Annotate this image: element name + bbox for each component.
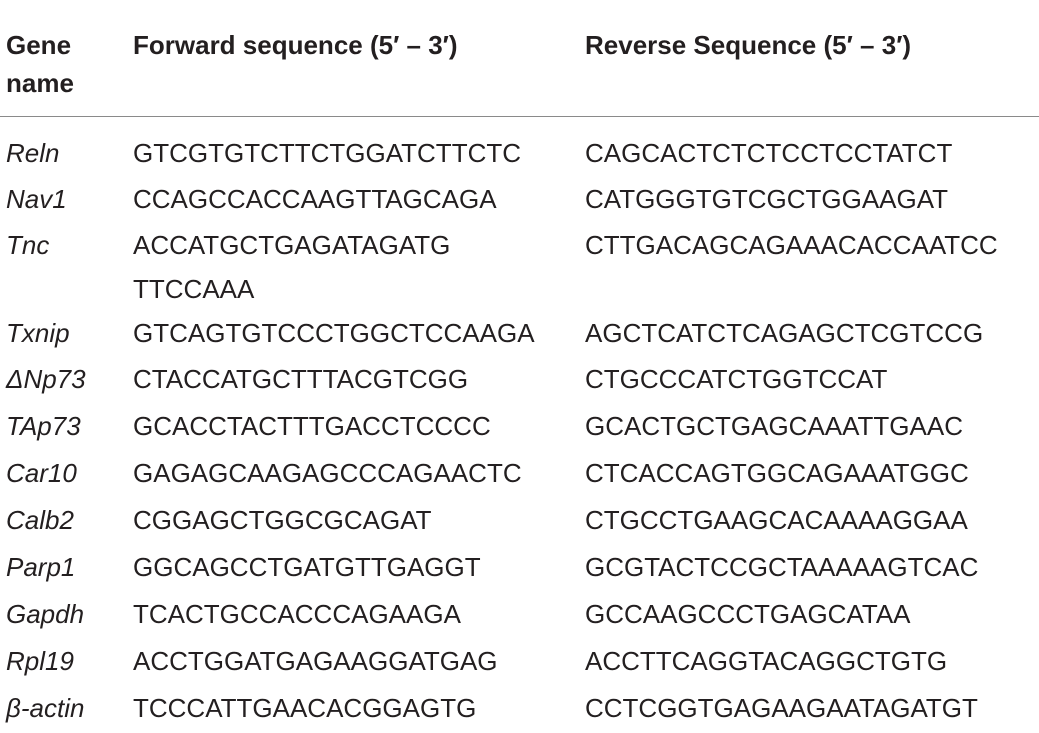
gene-cell: Txnip — [6, 318, 70, 348]
reverse-cell: GCACTGCTGAGCAAATTGAAC — [585, 411, 963, 441]
reverse-cell: CTCACCAGTGGCAGAAATGGC — [585, 458, 969, 488]
header-forward-sequence: Forward sequence (5′ – 3′) — [133, 30, 458, 60]
forward-cell: GAGAGCAAGAGCCCAGAACTC — [133, 458, 522, 488]
forward-cell: GTCGTGTCTTCTGGATCTTCTC — [133, 138, 522, 168]
reverse-cell: ACCTTCAGGTACAGGCTGTG — [585, 646, 948, 676]
forward-cell: TCCCATTGAACACGGAGTG — [133, 693, 477, 723]
gene-cell: Tnc — [6, 230, 50, 260]
gene-cell: Gapdh — [6, 599, 85, 629]
reverse-cell: GCGTACTCCGCTAAAAAGTCAC — [585, 552, 979, 582]
gene-cell: Reln — [6, 138, 60, 168]
reverse-cell: CTGCCTGAAGCACAAAAGGAA — [585, 505, 968, 535]
gene-cell: ΔNp73 — [6, 364, 86, 394]
gene-cell: TAp73 — [6, 411, 81, 441]
forward-cell: ACCATGCTGAGATAGATG TTCCAAA — [133, 223, 450, 311]
gene-cell: Nav1 — [6, 184, 67, 214]
forward-cell: CCAGCCACCAAGTTAGCAGA — [133, 184, 497, 214]
forward-cell: TCACTGCCACCCAGAAGA — [133, 599, 461, 629]
reverse-cell: CTTGACAGCAGAAACACCAATCC — [585, 230, 998, 260]
table-header: Gene name Forward sequence (5′ – 3′) Rev… — [0, 0, 1039, 117]
forward-cell: GTCAGTGTCCCTGGCTCCAAGA — [133, 318, 535, 348]
reverse-cell: CAGCACTCTCTCCTCCTATCT — [585, 138, 953, 168]
gene-cell: β-actin — [6, 693, 85, 723]
gene-cell: Car10 — [6, 458, 77, 488]
forward-cell: CGGAGCTGGCGCAGAT — [133, 505, 432, 535]
header-reverse-sequence: Reverse Sequence (5′ – 3′) — [585, 30, 912, 60]
gene-cell: Rpl19 — [6, 646, 74, 676]
reverse-cell: AGCTCATCTCAGAGCTCGTCCG — [585, 318, 984, 348]
reverse-cell: CATGGGTGTCGCTGGAAGAT — [585, 184, 949, 214]
forward-cell: GGCAGCCTGATGTTGAGGT — [133, 552, 481, 582]
forward-cell: CTACCATGCTTTACGTCGG — [133, 364, 469, 394]
header-gene-name: Gene name — [6, 30, 74, 98]
reverse-cell: CTGCCCATCTGGTCCAT — [585, 364, 888, 394]
forward-cell: ACCTGGATGAGAAGGATGAG — [133, 646, 498, 676]
reverse-cell: CCTCGGTGAGAAGAATAGATGT — [585, 693, 978, 723]
gene-cell: Calb2 — [6, 505, 74, 535]
reverse-cell: GCCAAGCCCTGAGCATAA — [585, 599, 911, 629]
forward-line-2: TTCCAAA — [133, 274, 255, 304]
forward-cell: GCACCTACTTTGACCTCCCC — [133, 411, 491, 441]
gene-cell: Parp1 — [6, 552, 76, 582]
forward-line-1: ACCATGCTGAGATAGATG — [133, 230, 451, 260]
